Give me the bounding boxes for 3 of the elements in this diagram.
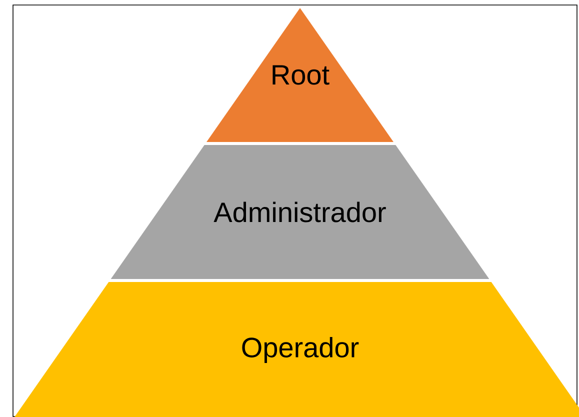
pyramid-tier: Operador	[14, 282, 579, 417]
pyramid-tier: Root	[206, 8, 394, 142]
pyramid-tier: Administrador	[110, 145, 490, 279]
